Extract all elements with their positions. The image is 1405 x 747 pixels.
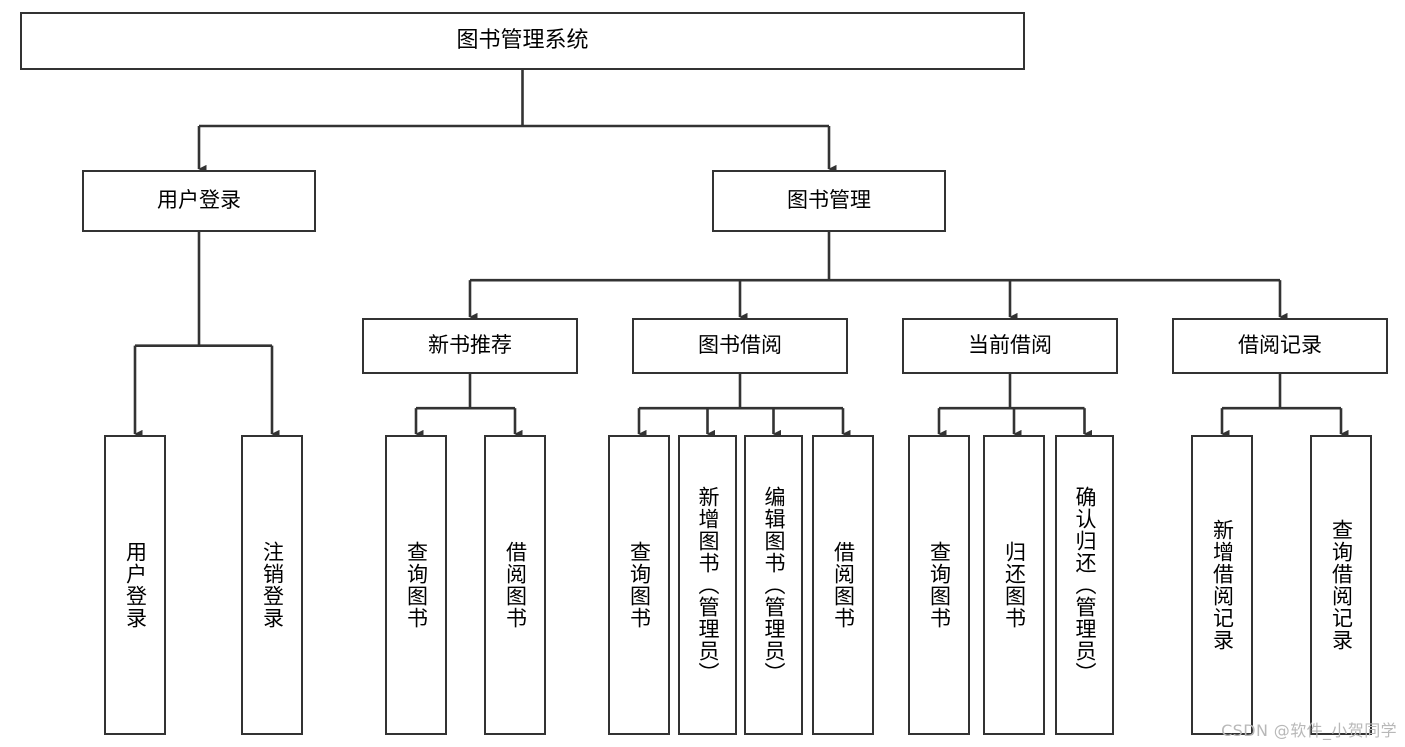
node-l-qryrec[interactable]: 查询借阅记录 <box>1310 435 1372 735</box>
node-label: 归还图书 <box>1002 541 1027 629</box>
node-label: 编辑图书（管理员） <box>762 486 786 684</box>
node-label: 当前借阅 <box>968 333 1052 358</box>
node-label: 用户登录 <box>123 541 148 629</box>
node-label: 借阅记录 <box>1238 333 1322 358</box>
node-l-borrow2[interactable]: 借阅图书 <box>812 435 874 735</box>
node-label: 图书借阅 <box>698 333 782 358</box>
node-label: 确认归还（管理员） <box>1073 486 1097 684</box>
node-l-addrec[interactable]: 新增借阅记录 <box>1191 435 1253 735</box>
node-l-query3[interactable]: 查询图书 <box>908 435 970 735</box>
node-borrow[interactable]: 图书借阅 <box>632 318 848 374</box>
node-l-logout[interactable]: 注销登录 <box>241 435 303 735</box>
node-label: 新书推荐 <box>428 333 512 358</box>
node-label: 查询借阅记录 <box>1329 519 1354 651</box>
node-label: 注销登录 <box>260 541 285 629</box>
node-l-confirm[interactable]: 确认归还（管理员） <box>1055 435 1114 735</box>
node-root[interactable]: 图书管理系统 <box>20 12 1025 70</box>
node-label: 查询图书 <box>404 541 429 629</box>
node-records[interactable]: 借阅记录 <box>1172 318 1388 374</box>
node-newbook[interactable]: 新书推荐 <box>362 318 578 374</box>
node-l-add[interactable]: 新增图书（管理员） <box>678 435 737 735</box>
node-l-query1[interactable]: 查询图书 <box>385 435 447 735</box>
node-label: 用户登录 <box>157 188 241 213</box>
node-l-borrow1[interactable]: 借阅图书 <box>484 435 546 735</box>
node-l-login[interactable]: 用户登录 <box>104 435 166 735</box>
node-label: 新增图书（管理员） <box>696 486 720 684</box>
node-label: 图书管理系统 <box>456 27 589 53</box>
node-l-return[interactable]: 归还图书 <box>983 435 1045 735</box>
node-label: 查询图书 <box>627 541 652 629</box>
node-label: 查询图书 <box>927 541 952 629</box>
csdn-watermark: CSDN @软件_小贺同学 <box>1221 721 1397 740</box>
node-current[interactable]: 当前借阅 <box>902 318 1118 374</box>
node-l-query2[interactable]: 查询图书 <box>608 435 670 735</box>
node-login[interactable]: 用户登录 <box>82 170 316 232</box>
node-label: 图书管理 <box>787 188 871 213</box>
node-label: 借阅图书 <box>831 541 856 629</box>
node-bookmgmt[interactable]: 图书管理 <box>712 170 946 232</box>
node-l-edit[interactable]: 编辑图书（管理员） <box>744 435 803 735</box>
node-label: 借阅图书 <box>503 541 528 629</box>
node-label: 新增借阅记录 <box>1210 519 1235 651</box>
